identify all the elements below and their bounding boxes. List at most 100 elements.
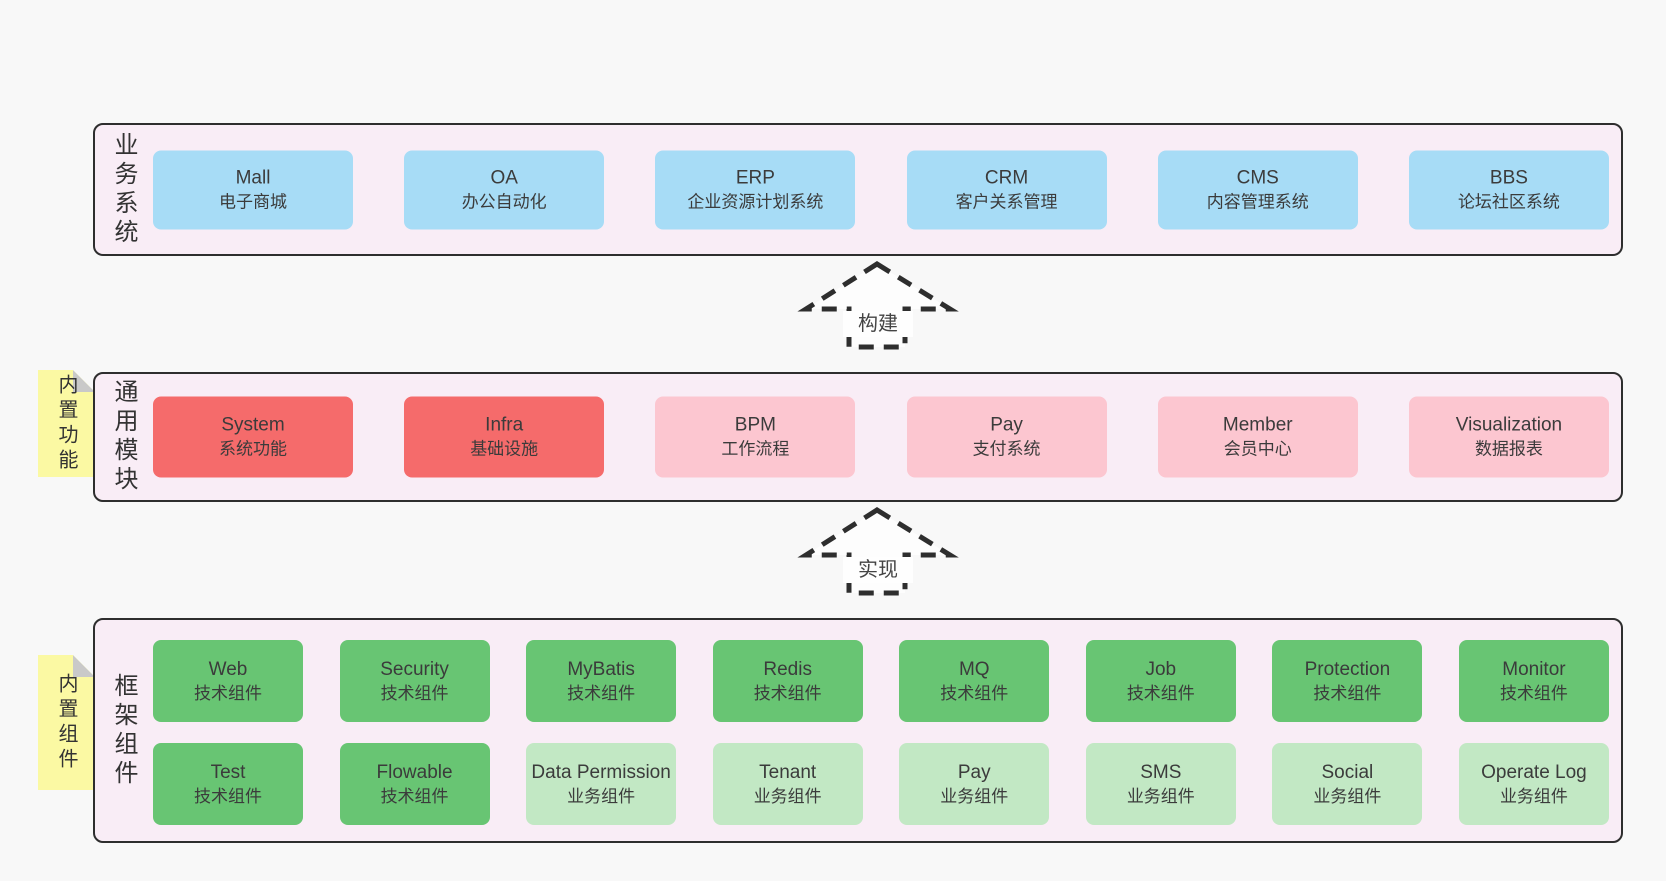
box-mall: Mall 电子商城 bbox=[153, 150, 353, 229]
box-name: CMS bbox=[1236, 167, 1279, 188]
box-subtitle: 技术组件 bbox=[1499, 683, 1568, 703]
box-subtitle: 技术组件 bbox=[940, 683, 1009, 703]
box-subtitle: 技术组件 bbox=[380, 683, 449, 703]
section-title-modules: 通用模块 bbox=[110, 379, 137, 495]
box-subtitle: 电子商城 bbox=[219, 192, 287, 211]
box-subtitle: 论坛社区系统 bbox=[1457, 192, 1560, 211]
box-subtitle: 业务组件 bbox=[567, 786, 636, 806]
box-name: OA bbox=[490, 167, 518, 188]
box-subtitle: 技术组件 bbox=[1126, 683, 1195, 703]
build-arrow-label: 构建 bbox=[843, 311, 913, 337]
box-subtitle: 支付系统 bbox=[972, 439, 1041, 459]
box-data-permission: Data Permission 业务组件 bbox=[526, 743, 677, 825]
box-member: Member 会员中心 bbox=[1157, 396, 1358, 478]
box-mq: MQ 技术组件 bbox=[899, 640, 1050, 722]
section-business-systems: 业务系统 Mall 电子商城 OA 办公自动化 ERP 企业资源计划系统 CRM… bbox=[93, 123, 1623, 256]
box-subtitle: 技术组件 bbox=[194, 683, 262, 703]
box-name: Social bbox=[1321, 761, 1374, 783]
box-subtitle: 内容管理系统 bbox=[1206, 192, 1309, 211]
box-cms: CMS 内容管理系统 bbox=[1157, 150, 1358, 229]
box-subtitle: 办公自动化 bbox=[461, 192, 547, 211]
section-title-framework: 框架组件 bbox=[110, 672, 137, 789]
box-subtitle: 业务组件 bbox=[753, 786, 822, 806]
box-name: Test bbox=[210, 761, 246, 783]
box-redis: Redis 技术组件 bbox=[712, 640, 863, 722]
box-operate-log: Operate Log 业务组件 bbox=[1458, 743, 1609, 825]
box-name: Monitor bbox=[1502, 658, 1566, 680]
box-visualization: Visualization 数据报表 bbox=[1408, 396, 1609, 478]
box-name: Data Permission bbox=[531, 761, 671, 783]
box-name: BBS bbox=[1489, 167, 1528, 188]
box-name: Operate Log bbox=[1481, 761, 1587, 783]
box-sms: SMS 业务组件 bbox=[1085, 743, 1236, 825]
implement-arrow-icon bbox=[797, 507, 959, 596]
box-name: Job bbox=[1145, 658, 1177, 680]
box-name: Infra bbox=[485, 414, 524, 436]
box-monitor: Monitor 技术组件 bbox=[1458, 640, 1609, 722]
framework-row-2: Test 技术组件 Flowable 技术组件 Data Permission … bbox=[95, 743, 1621, 825]
box-subtitle: 客户关系管理 bbox=[955, 192, 1058, 211]
box-name: Tenant bbox=[759, 761, 817, 783]
box-name: MyBatis bbox=[567, 658, 635, 680]
box-name: Security bbox=[380, 658, 449, 680]
box-oa: OA 办公自动化 bbox=[404, 150, 605, 229]
box-system: System 系统功能 bbox=[153, 396, 353, 478]
box-subtitle: 技术组件 bbox=[380, 786, 449, 806]
framework-row-1: Web 技术组件 Security 技术组件 MyBatis 技术组件 Redi… bbox=[95, 640, 1621, 722]
section-common-modules: 通用模块 System 系统功能 Infra 基础设施 BPM 工作流程 Pay… bbox=[93, 372, 1623, 502]
box-name: Redis bbox=[763, 658, 812, 680]
build-arrow-icon bbox=[797, 261, 959, 350]
box-subtitle: 企业资源计划系统 bbox=[687, 192, 824, 211]
box-subtitle: 会员中心 bbox=[1223, 439, 1292, 459]
modules-boxes-row: System 系统功能 Infra 基础设施 BPM 工作流程 Pay 支付系统… bbox=[95, 396, 1621, 478]
box-subtitle: 工作流程 bbox=[721, 439, 790, 459]
box-social: Social 业务组件 bbox=[1272, 743, 1423, 825]
section-framework-components: 框架组件 Web 技术组件 Security 技术组件 MyBatis 技术组件… bbox=[93, 618, 1623, 843]
box-name: Pay bbox=[990, 414, 1023, 436]
box-protection: Protection 技术组件 bbox=[1272, 640, 1423, 722]
box-subtitle: 业务组件 bbox=[940, 786, 1009, 806]
box-name: Visualization bbox=[1455, 414, 1563, 436]
tag-label: 内置组件 bbox=[55, 672, 77, 773]
box-subtitle: 基础设施 bbox=[470, 439, 539, 459]
box-name: Web bbox=[208, 658, 248, 680]
box-pay-biz: Pay 业务组件 bbox=[899, 743, 1050, 825]
box-name: Pay bbox=[957, 761, 991, 783]
box-subtitle: 业务组件 bbox=[1126, 786, 1195, 806]
box-flowable: Flowable 技术组件 bbox=[339, 743, 490, 825]
box-subtitle: 技术组件 bbox=[194, 786, 262, 806]
box-name: CRM bbox=[984, 167, 1029, 188]
business-boxes-row: Mall 电子商城 OA 办公自动化 ERP 企业资源计划系统 CRM 客户关系… bbox=[95, 150, 1621, 229]
box-infra: Infra 基础设施 bbox=[404, 396, 605, 478]
box-subtitle: 技术组件 bbox=[753, 683, 822, 703]
box-name: Flowable bbox=[376, 761, 453, 783]
box-crm: CRM 客户关系管理 bbox=[906, 150, 1107, 229]
box-name: MQ bbox=[958, 658, 990, 680]
box-name: SMS bbox=[1140, 761, 1182, 783]
box-security: Security 技术组件 bbox=[339, 640, 490, 722]
box-subtitle: 技术组件 bbox=[567, 683, 636, 703]
box-tenant: Tenant 业务组件 bbox=[712, 743, 863, 825]
box-name: BPM bbox=[734, 414, 776, 436]
box-job: Job 技术组件 bbox=[1085, 640, 1236, 722]
tag-built-in-components: 内置组件 bbox=[38, 655, 95, 790]
tag-built-in-features: 内置功能 bbox=[38, 370, 95, 477]
box-subtitle: 技术组件 bbox=[1313, 683, 1382, 703]
tag-label: 内置功能 bbox=[55, 373, 77, 474]
box-erp: ERP 企业资源计划系统 bbox=[655, 150, 856, 229]
box-web: Web 技术组件 bbox=[153, 640, 303, 722]
box-name: Mall bbox=[235, 167, 271, 188]
box-name: Member bbox=[1222, 414, 1293, 436]
section-title-business: 业务系统 bbox=[110, 131, 137, 248]
box-subtitle: 数据报表 bbox=[1474, 439, 1543, 459]
box-subtitle: 系统功能 bbox=[219, 439, 287, 459]
box-mybatis: MyBatis 技术组件 bbox=[526, 640, 677, 722]
box-subtitle: 业务组件 bbox=[1313, 786, 1382, 806]
box-bbs: BBS 论坛社区系统 bbox=[1408, 150, 1609, 229]
box-name: Protection bbox=[1304, 658, 1391, 680]
box-name: System bbox=[221, 414, 285, 436]
box-name: ERP bbox=[735, 167, 775, 188]
implement-arrow-label: 实现 bbox=[843, 557, 913, 583]
box-subtitle: 业务组件 bbox=[1499, 786, 1568, 806]
